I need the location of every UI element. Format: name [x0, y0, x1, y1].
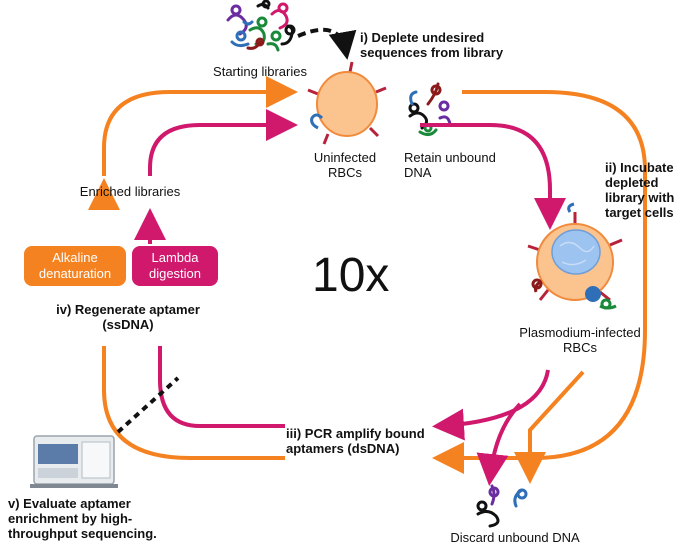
lambda-digestion-box: Lambda digestion — [132, 246, 218, 286]
step-iv-line1: iv) Regenerate aptamer — [56, 302, 200, 317]
step-iv-title: iv) Regenerate aptamer (ssDNA) — [28, 302, 228, 332]
step-v-line1: v) Evaluate aptamer — [8, 496, 131, 511]
uninfected-rbcs-label: Uninfected RBCs — [300, 150, 390, 180]
step-iii-line1: iii) PCR amplify bound — [286, 426, 425, 441]
retain-unbound-label: Retain unbound DNA — [404, 150, 496, 180]
starting-library-aptamers-icon — [226, 0, 296, 52]
step-ii-line1: ii) Incubate — [605, 160, 674, 175]
step-ii-line4: target cells — [605, 205, 674, 220]
step-i-line1: i) Deplete undesired — [360, 30, 485, 45]
uninfected-line2: RBCs — [328, 165, 362, 180]
step-iii-title: iii) PCR amplify bound aptamers (dsDNA) — [286, 426, 425, 456]
sequencer-icon — [30, 435, 118, 488]
discarded-dna-icon — [476, 484, 528, 528]
starting-libraries-label: Starting libraries — [213, 64, 307, 79]
step-iv-line2: (ssDNA) — [102, 317, 154, 332]
retain-line2: DNA — [404, 165, 432, 180]
discard-unbound-label: Discard unbound DNA — [450, 530, 580, 545]
step-i-title: i) Deplete undesired sequences from libr… — [360, 30, 503, 60]
step-ii-line3: library with — [605, 190, 675, 205]
orange-cycle-arrows — [88, 76, 647, 484]
infected-rbc-icon — [527, 202, 623, 310]
enriched-libraries-label: Enriched libraries — [79, 184, 181, 199]
infected-line1: Plasmodium-infected — [519, 325, 641, 340]
deplete-arrow — [297, 27, 357, 60]
magenta-cycle-arrows — [134, 109, 566, 486]
alkaline-denaturation-box: Alkaline denaturation — [24, 246, 126, 286]
step-v-title: v) Evaluate aptamer enrichment by high- … — [8, 496, 157, 541]
lambda-line2: digestion — [148, 266, 202, 281]
step-iii-line2: aptamers (dsDNA) — [286, 441, 400, 456]
infected-rbcs-label: Plasmodium-infected RBCs — [510, 325, 650, 355]
step-i-line2: sequences from library — [360, 45, 504, 60]
alkaline-line1: Alkaline — [52, 250, 98, 265]
step-ii-title: ii) Incubate depleted library with targe… — [605, 160, 674, 220]
step-v-line2: enrichment by high- — [8, 511, 133, 526]
lambda-line1: Lambda — [151, 250, 199, 265]
uninfected-rbc-icon — [307, 61, 387, 145]
uninfected-line1: Uninfected — [313, 150, 377, 165]
retain-line1: Retain unbound — [404, 150, 496, 165]
step-v-line3: throughput sequencing. — [8, 526, 157, 541]
step-ii-line2: depleted — [605, 175, 659, 190]
alkaline-line2: denaturation — [38, 266, 112, 281]
cycle-count: 10x — [312, 249, 390, 302]
infected-line2: RBCs — [563, 340, 597, 355]
sequencing-branch-marker — [116, 376, 180, 434]
